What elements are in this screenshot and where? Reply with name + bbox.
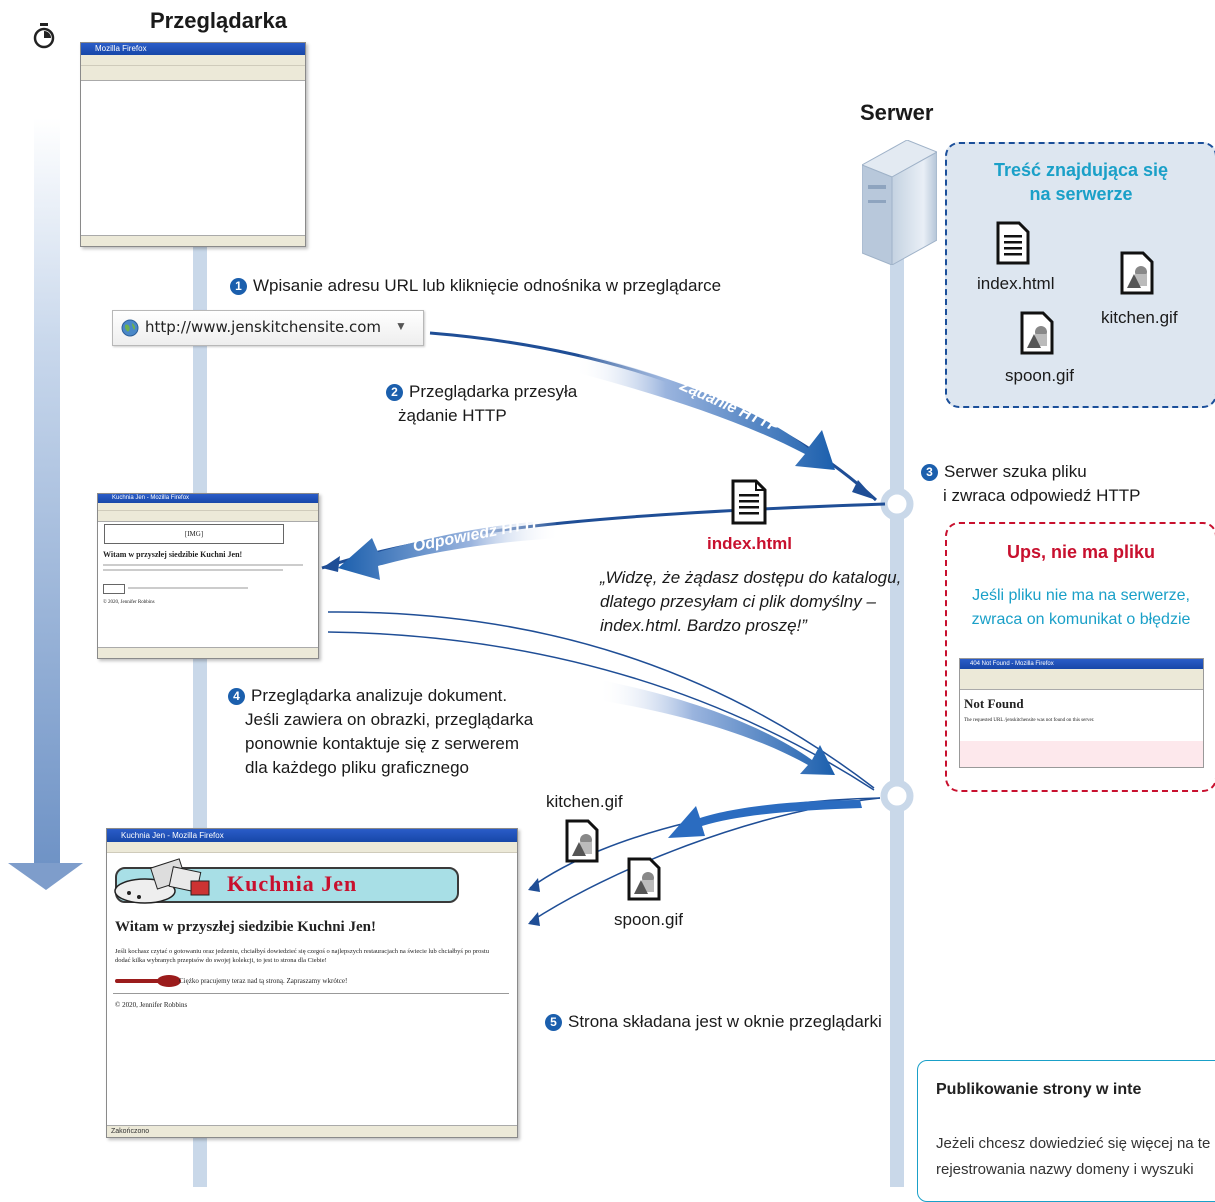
url-text: http://www.jenskitchensite.com (145, 318, 381, 336)
file-label-spoon: spoon.gif (1005, 366, 1074, 385)
error-description: Jeśli pliku nie ma na serwerze, zwraca o… (971, 587, 1191, 628)
partial-browser-window: Kuchnia Jen - Mozilla Firefox [IMG] Wita… (97, 493, 319, 659)
step-2: 2 Przeglądarka przesyła żądanie HTTP (386, 380, 577, 428)
step-5-text: Strona składana jest w oknie przeglądark… (568, 1012, 882, 1031)
logo-text: Kuchnia Jen (227, 871, 358, 896)
window-title: Kuchnia Jen - Mozilla Firefox (98, 494, 318, 503)
server-node-4 (880, 779, 914, 813)
not-found-heading: Not Found (964, 696, 1024, 711)
step-2-number: 2 (386, 384, 403, 401)
stopwatch-icon (33, 23, 55, 49)
server-timeline (890, 230, 904, 1187)
quote-line1: „Widzę, że żądasz dostępu do katalogu, (600, 568, 902, 587)
file-label-kitchen: kitchen.gif (1101, 308, 1178, 327)
partial-footer: © 2020, Jennifer Robbins (103, 600, 155, 605)
empty-browser-window: Mozilla Firefox (80, 42, 306, 247)
status-bar: Zakończono (107, 1125, 517, 1137)
step-3-number: 3 (921, 464, 938, 481)
image-file-icon (565, 819, 599, 863)
browser-heading: Przeglądarka (150, 8, 287, 33)
server-icon (862, 140, 937, 265)
step-4-line3: ponownie kontaktuje się z serwerem (245, 734, 520, 753)
step-2-line1: Przeglądarka przesyła (409, 382, 578, 401)
spoon-gif-label: spoon.gif (614, 910, 683, 929)
sidebar-text: Jeżeli chcesz dowiedzieć się więcej na t… (936, 1135, 1211, 1178)
step-5-number: 5 (545, 1014, 562, 1031)
address-bar[interactable]: http://www.jenskitchensite.com ▼ (112, 310, 424, 346)
kitchen-gif-label: kitchen.gif (546, 792, 623, 811)
globe-icon (121, 319, 139, 337)
image-file-icon (1020, 311, 1054, 355)
response-file-name: index.html (707, 534, 793, 553)
file-label-index: index.html (977, 274, 1055, 293)
server-content-title: Treść znajdująca się na serwerze (993, 160, 1169, 204)
quote-line3: index.html. Bardzo proszę!” (600, 616, 807, 635)
document-icon (731, 479, 767, 525)
window-title: Mozilla Firefox (81, 43, 305, 55)
partial-heading: Witam w przyszłej siedzibie Kuchni Jen! (103, 550, 243, 559)
window-title: Kuchnia Jen - Mozilla Firefox (107, 829, 517, 842)
sidebar-title: Publikowanie strony w inte (936, 1081, 1142, 1098)
step-4-line2: Jeśli zawiera on obrazki, przeglądarka (245, 710, 534, 729)
final-heading: Witam w przyszłej siedzibie Kuchni Jen! (115, 919, 376, 935)
not-found-window: 404 Not Found - Mozilla Firefox Not Foun… (959, 658, 1204, 768)
step-3-line1: Serwer szuka pliku (944, 462, 1087, 481)
server-heading: Serwer (860, 100, 934, 125)
final-body: Jeśli kochasz czytać o gotowaniu oraz je… (115, 948, 489, 964)
error-title: Ups, nie ma pliku (1006, 542, 1156, 562)
document-icon (996, 221, 1030, 265)
step-3: 3 Serwer szuka pliku i zwraca odpowiedź H… (921, 460, 1140, 508)
image-file-icon (627, 857, 661, 901)
step-5: 5 Strona składana jest w oknie przeglądar… (545, 1010, 882, 1034)
img-placeholder: [IMG] (104, 524, 284, 544)
step-4: 4 Przeglądarka analizuje dokument. Jeśli … (228, 684, 533, 780)
time-arrow (8, 118, 83, 890)
quote: „Widzę, że żądasz dostępu do katalogu, d… (600, 566, 901, 638)
step-4-line1: Przeglądarka analizuje dokument. (251, 686, 508, 705)
publishing-sidebar-box: Publikowanie strony w inte Jeżeli chcesz… (917, 1060, 1215, 1202)
image-file-icon (1120, 251, 1154, 295)
step-4-line4: dla każdego pliku graficznego (245, 758, 469, 777)
final-note: Ciężko pracujemy teraz nad tą stroną. Za… (179, 977, 348, 985)
not-found-message: The requested URL /jenskitchensite was n… (964, 718, 1095, 723)
step-1: 1 Wpisanie adresu URL lub kliknięcie odno… (230, 274, 721, 298)
books-illustration (114, 858, 210, 904)
window-title: 404 Not Found - Mozilla Firefox (960, 659, 1203, 669)
step-1-number: 1 (230, 278, 247, 295)
error-panel: Ups, nie ma pliku Jeśli pliku nie ma na … (945, 522, 1215, 792)
dropdown-arrow-icon[interactable]: ▼ (395, 319, 407, 333)
server-content-panel: Treść znajdująca się na serwerze index.h… (945, 142, 1215, 408)
spoon-illustration (115, 975, 181, 987)
final-browser-window: Kuchnia Jen - Mozilla Firefox Kuchnia Je… (106, 828, 518, 1138)
final-footer: © 2020, Jennifer Robbins (115, 1001, 188, 1009)
step-2-line2: żądanie HTTP (398, 406, 507, 425)
step-3-line2: i zwraca odpowiedź HTTP (943, 486, 1141, 505)
quote-line2: dlatego przesyłam ci plik domyślny – (600, 592, 876, 611)
step-1-text: Wpisanie adresu URL lub kliknięcie odnoś… (253, 276, 722, 295)
step-4-number: 4 (228, 688, 245, 705)
